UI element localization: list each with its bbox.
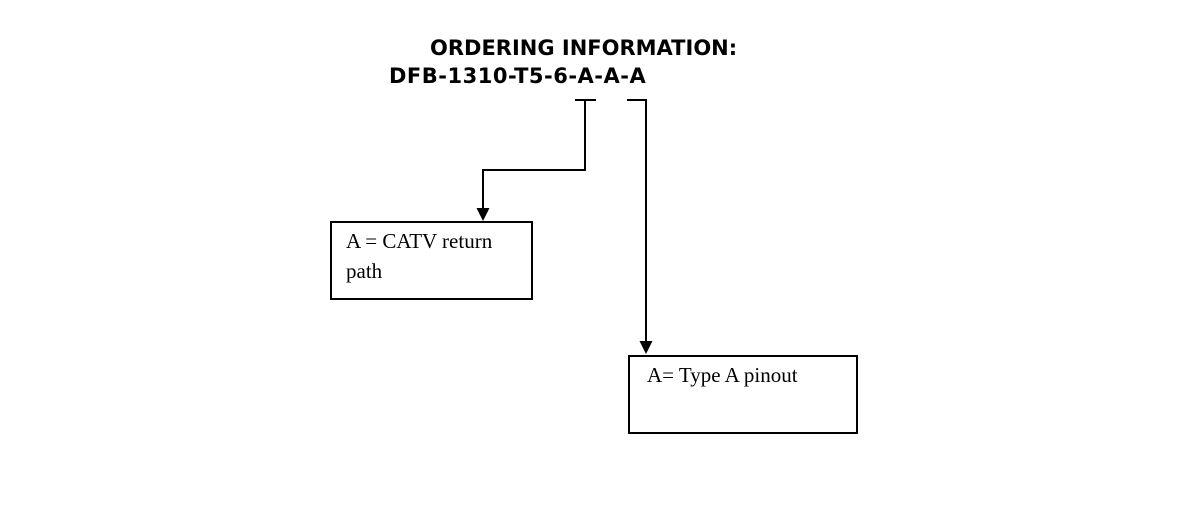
arrowhead-down-icon: [476, 208, 490, 221]
part-number-code: DFB-1310-T5-6-A-A-A: [389, 64, 647, 88]
callout-box-type-a-pinout: A= Type A pinout: [628, 355, 858, 434]
callout-box-catv-return-path: A = CATV return path: [330, 221, 533, 300]
callout-label-catv-return-path: A = CATV return path: [346, 229, 493, 283]
callout-label-type-a-pinout: A= Type A pinout: [647, 363, 798, 387]
connector-arrow-catv-return-path: [476, 99, 596, 221]
arrowhead-down-icon: [639, 341, 653, 354]
connector-arrow-type-a-pinout: [627, 99, 653, 354]
ordering-information-title: ORDERING INFORMATION:: [430, 36, 738, 60]
